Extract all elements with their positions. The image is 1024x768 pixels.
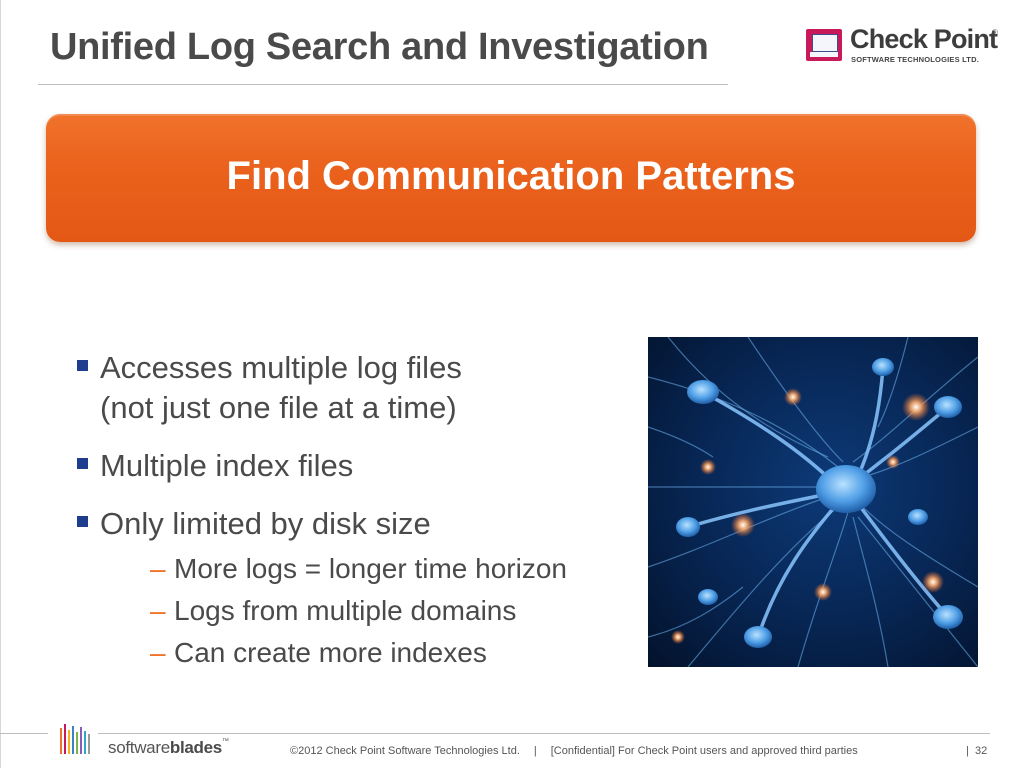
slide-left-edge [0, 0, 1, 768]
footer-divider-left [0, 733, 48, 734]
footer-divider-right [98, 733, 990, 734]
bullet-item: Only limited by disk size – More logs = … [76, 504, 616, 674]
software-blades-logo-icon [58, 722, 94, 758]
sub-bullet-text: Can create more indexes [174, 637, 487, 668]
bullet-text: Multiple index files [100, 448, 354, 483]
page-number: 32 [974, 745, 988, 757]
bullet-item: Accesses multiple log files (not just on… [76, 348, 616, 428]
banner-heading: Find Communication Patterns [226, 154, 796, 198]
bullet-square-icon [77, 360, 88, 371]
bullet-text: Accesses multiple log files [100, 350, 462, 385]
bullet-text: Only limited by disk size [100, 506, 431, 541]
bullet-square-icon [77, 458, 88, 469]
bullet-item: Multiple index files [76, 446, 616, 486]
sub-bullet-list: – More logs = longer time horizon – Logs… [100, 548, 616, 674]
sub-bullet-text: More logs = longer time horizon [174, 553, 567, 584]
slide-title: Unified Log Search and Investigation [50, 26, 709, 68]
sub-bullet-dash: – [150, 637, 166, 668]
sub-bullet-item: – Logs from multiple domains [100, 590, 616, 632]
check-point-logo: Check Point ® SOFTWARE TECHNOLOGIES LTD. [806, 24, 1006, 66]
sub-bullet-item: – More logs = longer time horizon [100, 548, 616, 590]
logo-subtitle: SOFTWARE TECHNOLOGIES LTD. [851, 55, 979, 64]
footer-confidential: [Confidential] For Check Point users and… [550, 745, 858, 757]
logo-name: Check Point [850, 24, 998, 54]
bullet-list: Accesses multiple log files (not just on… [76, 348, 616, 674]
footer-separator: | [966, 745, 969, 757]
bullet-text: (not just one file at a time) [100, 390, 457, 425]
footer-separator: | [533, 745, 537, 757]
sub-bullet-dash: – [150, 595, 166, 626]
footer-page: | 32 [966, 745, 987, 757]
logo-trademark: ® [992, 28, 998, 37]
title-divider [38, 84, 728, 85]
footer-copyright: ©2012 Check Point Software Technologies … [290, 745, 520, 757]
sub-bullet-item: – Can create more indexes [100, 632, 616, 674]
footer-note: ©2012 Check Point Software Technologies … [290, 745, 858, 757]
software-blades-wordmark: softwareblades™ [108, 738, 229, 758]
brand-trademark: ™ [221, 738, 229, 745]
sub-bullet-dash: – [150, 553, 166, 584]
check-point-monitor-logo-icon [806, 29, 842, 61]
sub-bullet-text: Logs from multiple domains [174, 595, 517, 626]
heading-banner: Find Communication Patterns [46, 114, 976, 242]
brand-bold: blades [169, 738, 222, 757]
brand-light: software [108, 738, 170, 757]
bullet-square-icon [77, 516, 88, 527]
neurons-network-image [648, 337, 978, 667]
